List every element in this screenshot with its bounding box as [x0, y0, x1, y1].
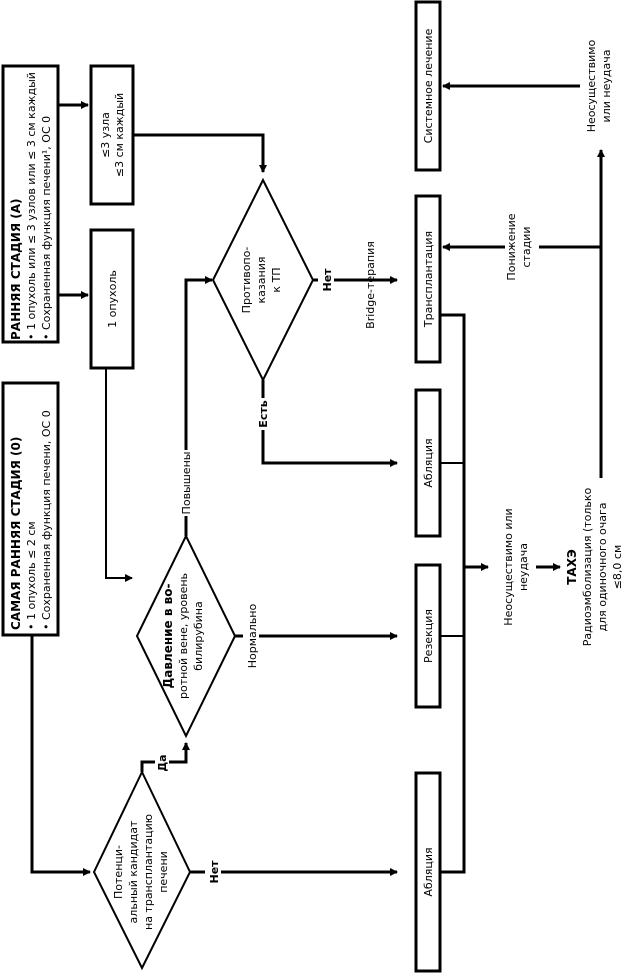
- stage-a-bullet-1: • 1 опухоль или ≤ 3 узлов или ≤ 3 см каж…: [25, 72, 38, 340]
- unfeasible-top-line-2: или неудача: [600, 50, 613, 123]
- candidate-line-4: печени: [157, 851, 170, 893]
- contra-line-3: к ТП: [270, 267, 283, 292]
- unfeasible-mid-line-1: Неосуществимо или: [502, 508, 515, 625]
- stage-0-bullet-1: • 1 опухоль ≤ 2 см: [25, 521, 38, 630]
- candidate-line-1: Потенци-: [112, 845, 125, 899]
- label-bridge: Bridge-терапия: [364, 241, 377, 329]
- tace-line-2: для одиночного очага: [596, 502, 609, 631]
- label-has: Есть: [257, 400, 270, 427]
- downstaging-line-1: Понижение: [505, 213, 518, 280]
- transplant-box: Трансплантация: [414, 194, 442, 364]
- arrow-stage-0-to-candidate: [30, 635, 91, 876]
- arrow-has-contra: [261, 380, 398, 467]
- ablation-bottom-box: Абляция: [414, 771, 442, 973]
- portal-line-3: билирубина: [192, 601, 205, 670]
- tace-line-1: Радиоэмболизация (только: [581, 487, 594, 646]
- stage-0-bullet-2: • Сохраненная функция печени, ОС 0: [40, 410, 53, 630]
- nodes-box: ≤3 узла ≤3 см каждый: [89, 64, 135, 206]
- arrow-nodes-to-contra: [133, 133, 267, 173]
- nodes-line-2: ≤3 см каждый: [113, 93, 126, 177]
- systemic-label: Системное лечение: [422, 28, 435, 143]
- ablation-top-label: Абляция: [422, 438, 435, 487]
- unfeasible-mid-line-2: неудача: [517, 543, 530, 591]
- tace-block: ТАХЭ Радиоэмболизация (только для одиноч…: [565, 487, 624, 646]
- transplant-label: Трансплантация: [422, 231, 435, 328]
- resection-label: Резекция: [422, 609, 435, 663]
- systemic-box: Системное лечение: [414, 0, 442, 172]
- candidate-line-3: на трансплантацию: [142, 814, 155, 930]
- portal-decision: Давление в во- ротной вене, уровень били…: [135, 533, 237, 739]
- label-no-candidate: Нет: [208, 860, 221, 884]
- tace-title: ТАХЭ: [565, 549, 579, 585]
- contra-line-2: казания: [255, 257, 268, 304]
- ablation-bottom-label: Абляция: [422, 847, 435, 896]
- one-tumor-label: 1 опухоль: [106, 270, 119, 328]
- treatment-collector-line: [440, 313, 466, 874]
- stage-a-box: РАННЯЯ СТАДИЯ (А) • 1 опухоль или ≤ 3 уз…: [1, 64, 60, 344]
- label-no-contra: Нет: [321, 268, 334, 292]
- resection-box: Резекция: [414, 563, 442, 709]
- portal-line-2: ротной вене, уровень: [177, 573, 190, 699]
- one-tumor-box: 1 опухоль: [89, 228, 135, 370]
- portal-line-1: Давление в во-: [161, 584, 175, 689]
- nodes-line-1: ≤3 узла: [99, 112, 112, 158]
- candidate-line-2: альный кандидат: [127, 820, 140, 923]
- label-elevated: Повышены: [180, 452, 193, 515]
- contra-decision: Противопо- казания к ТП: [211, 177, 315, 383]
- stage-0-title: САМАЯ РАННЯЯ СТАДИЯ (0): [9, 437, 23, 630]
- unfeasible-top-line-1: Неосуществимо: [585, 39, 598, 132]
- label-normal: Нормально: [246, 604, 259, 669]
- downstaging-line-2: стадии: [520, 226, 533, 267]
- stage-a-bullet-2: • Сохраненная функция печени¹, ОС 0: [40, 116, 53, 340]
- contra-line-1: Противопо-: [240, 247, 253, 314]
- arrow-one-tumor-to-portal: [105, 368, 133, 582]
- tace-line-3: ≤8,0 см: [611, 545, 624, 590]
- candidate-decision: Потенци- альный кандидат на трансплантац…: [92, 769, 192, 971]
- stage-a-title: РАННЯЯ СТАДИЯ (А): [9, 198, 23, 340]
- ablation-top-box: Абляция: [414, 388, 442, 538]
- label-yes: Да: [156, 754, 169, 771]
- stage-0-box: САМАЯ РАННЯЯ СТАДИЯ (0) • 1 опухоль ≤ 2 …: [1, 381, 60, 637]
